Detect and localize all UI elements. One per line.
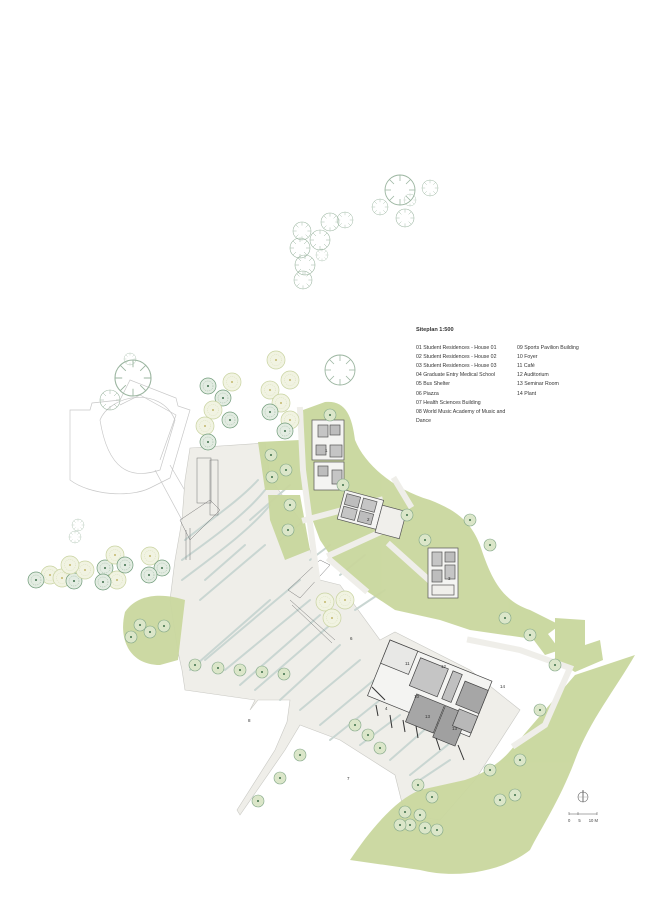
legend-item: 08 World Music Academy of Music and Danc… — [416, 408, 506, 424]
scale-label: 10 M — [588, 818, 598, 823]
scale-ruler — [568, 812, 598, 815]
legend-item: 02 Student Residences - House 02 — [416, 354, 497, 361]
svg-text:11: 11 — [405, 661, 410, 666]
legend-item: 12 Auditorium — [517, 372, 549, 379]
legend-item: 13 Seminar Room — [517, 381, 559, 388]
svg-text:7: 7 — [347, 776, 350, 781]
legend-item: 04 Graduate Entry Medical School — [416, 372, 496, 379]
legend-column-2: 09 Sports Pavilion Building 10 Foyer 11 … — [517, 344, 618, 426]
legend-item: 05 Bus Shelter — [416, 381, 451, 388]
svg-text:13: 13 — [425, 714, 431, 719]
svg-text:1: 1 — [325, 448, 328, 453]
legend-item: 01 Student Residences - House 01 — [416, 345, 497, 352]
legend-item: 10 Foyer — [517, 354, 538, 361]
svg-text:6: 6 — [350, 636, 353, 641]
legend-item: 03 Student Residences - House 03 — [416, 363, 497, 370]
trees-left — [27, 545, 171, 591]
svg-text:8: 8 — [248, 718, 251, 723]
legend-item: 11 Café — [517, 363, 535, 370]
music-academy-building — [367, 639, 493, 747]
svg-text:4: 4 — [385, 706, 388, 711]
svg-text:12: 12 — [441, 664, 447, 669]
svg-text:2: 2 — [367, 517, 370, 522]
tree-cluster-top — [289, 174, 439, 290]
scale-label: 0 — [568, 818, 571, 823]
residence-buildings — [311, 419, 459, 599]
legend-item: 06 Piazza — [416, 390, 439, 397]
svg-text:14: 14 — [500, 684, 506, 689]
legend-item: 14 Plant — [517, 390, 537, 397]
legend-title: Siteplan 1:500 — [416, 327, 454, 333]
legend-item: 09 Sports Pavilion Building — [517, 345, 579, 352]
stairs — [179, 457, 336, 644]
legend-column-1: 01 Student Residences - House 01 02 Stud… — [416, 344, 517, 426]
svg-text:13: 13 — [452, 726, 458, 731]
svg-text:10: 10 — [414, 694, 420, 699]
scale-label: 5 — [578, 818, 581, 823]
canopy-lines — [371, 686, 465, 761]
legend: Siteplan 1:500 01 Student Residences - H… — [416, 326, 618, 426]
scale-bar: 0 5 10 M — [568, 788, 598, 823]
north-arrow-icon — [577, 790, 589, 803]
legend-item: 07 Health Sciences Building — [416, 399, 481, 406]
svg-text:3: 3 — [448, 576, 451, 581]
building-numbers: 11 12 13 13 14 10 4 8 7 6 1 2 3 — [248, 448, 506, 781]
